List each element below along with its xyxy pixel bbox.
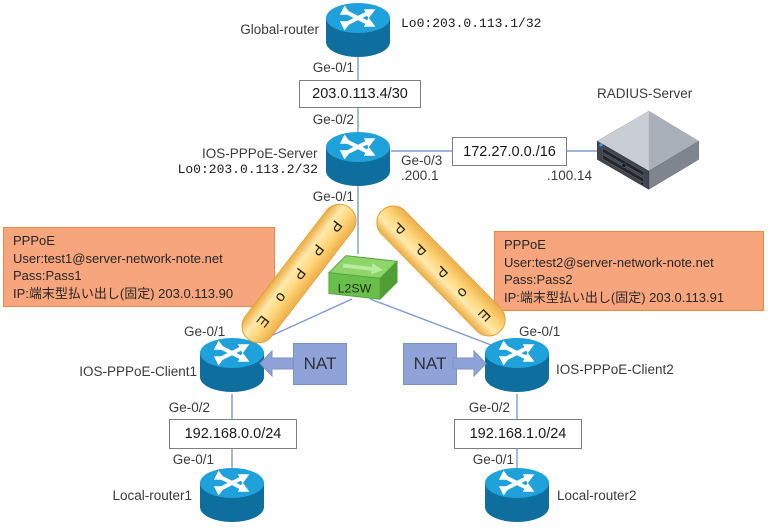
- if-label-server-ge02: Ge-0/2: [312, 112, 354, 127]
- l2sw-switch-icon: L2SW: [327, 255, 399, 301]
- tube-letter: o: [271, 288, 291, 306]
- global-loopback-label: Lo0:203.0.113.1/32: [401, 16, 542, 31]
- link-l2sw-client2: [369, 298, 508, 352]
- tube-letter: P: [307, 240, 328, 259]
- tube-letter: P: [431, 261, 451, 281]
- nat-label: NAT: [413, 354, 447, 373]
- nat-box-client2: NAT: [403, 343, 457, 385]
- callout-title: PPPoE: [13, 233, 55, 248]
- router-icon-global: [326, 3, 390, 57]
- server-loopback-label: Lo0:203.0.113.2/32: [177, 162, 318, 177]
- global-router-label: Global-router: [240, 22, 319, 37]
- pppoe-callout-client2: PPPoE User:test2@server-network-note.net…: [494, 231, 764, 311]
- if-label-client1-ge02: Ge-0/2: [168, 400, 210, 415]
- network-box-wan: 203.0.113.4/30: [299, 80, 421, 108]
- client1-label: IOS-PPPoE-Client1: [79, 364, 197, 379]
- ip-label-server-ge03: .200.1: [401, 168, 439, 183]
- router-icon-local1: [200, 468, 264, 522]
- ip-label-radius: .100.14: [546, 168, 592, 183]
- network-box-lan2: 192.168.1.0/24: [454, 419, 582, 449]
- if-label-client2-ge01: Ge-0/1: [519, 324, 561, 339]
- radius-server-label: RADIUS-Server: [597, 86, 693, 101]
- pppoe-server-label: IOS-PPPoE-Server: [202, 146, 318, 161]
- client2-label: IOS-PPPoE-Client2: [556, 362, 674, 377]
- tube-letter: P: [289, 264, 309, 283]
- if-label-client1-ge01: Ge-0/1: [184, 324, 226, 339]
- network-box-lan1: 192.168.0.0/24: [169, 419, 297, 449]
- if-label-server-ge01: Ge-0/1: [312, 189, 354, 204]
- nat-arrow-right-icon: [452, 349, 487, 378]
- if-label-server-ge03: Ge-0/3: [401, 153, 443, 168]
- server-led: [599, 143, 603, 147]
- network-label: 192.168.0.0/24: [184, 426, 282, 442]
- callout-ip: IP:端末型払い出し(固定) 203.0.113.90: [13, 285, 234, 301]
- callout-user: User:test2@server-network-note.net: [504, 254, 714, 270]
- callout-ip: IP:端末型払い出し(固定) 203.0.113.91: [504, 289, 725, 305]
- tube-letter: E: [252, 311, 273, 331]
- nat-label: NAT: [303, 354, 337, 373]
- nat-arrow-left-icon: [259, 349, 294, 378]
- pppoe-callout-client1: PPPoE User:test1@server-network-note.net…: [3, 227, 275, 307]
- if-label-local1-ge01: Ge-0/1: [172, 452, 214, 467]
- callout-title: PPPoE: [504, 237, 546, 252]
- local-router2-label: Local-router2: [557, 488, 637, 503]
- l2sw-label: L2SW: [338, 282, 372, 296]
- router-icon-local2: [485, 468, 549, 522]
- tube-letter: P: [410, 239, 430, 259]
- network-label: 172.27.0.0./16: [463, 143, 556, 160]
- radius-server-icon: [596, 110, 700, 190]
- if-label-client2-ge02: Ge-0/2: [468, 400, 510, 415]
- tube-letter: E: [474, 304, 494, 325]
- callout-pass: Pass:Pass2: [504, 272, 573, 287]
- network-label: 203.0.113.4/30: [312, 86, 408, 102]
- router-icon-client1: [200, 338, 264, 392]
- callout-pass: Pass:Pass1: [13, 268, 82, 283]
- if-label-global-ge01: Ge-0/1: [312, 60, 354, 75]
- callout-user: User:test1@server-network-note.net: [13, 250, 223, 266]
- tube-letter: P: [325, 216, 346, 236]
- network-box-radius: 172.27.0.0./16: [452, 137, 567, 166]
- if-label-local2-ge01: Ge-0/1: [472, 452, 514, 467]
- local-router1-label: Local-router1: [112, 488, 192, 503]
- network-label: 192.168.1.0/24: [469, 426, 567, 442]
- router-icon-client2: [485, 338, 549, 392]
- tube-letter: o: [453, 283, 472, 302]
- nat-box-client1: NAT: [293, 343, 347, 385]
- tube-letter: P: [388, 217, 408, 238]
- router-icon-pppoe-server: [326, 132, 390, 186]
